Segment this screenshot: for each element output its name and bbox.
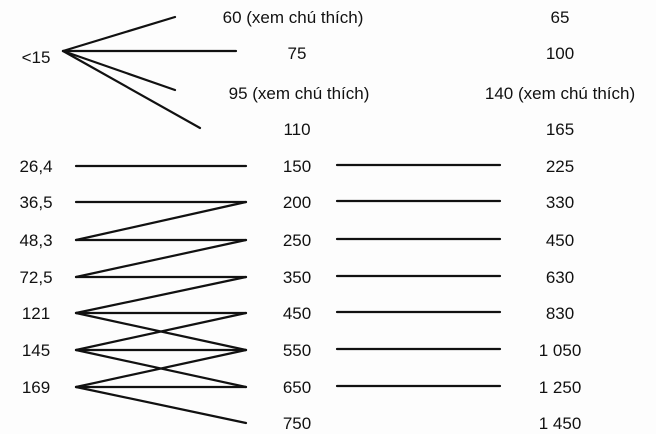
left-value-label: 169 bbox=[21, 378, 51, 397]
right-value-label: 1 450 bbox=[538, 414, 582, 433]
right-value-label: 1 050 bbox=[538, 341, 582, 360]
right-value-label: 630 bbox=[545, 268, 575, 287]
left-value-label: 121 bbox=[21, 304, 51, 323]
left-value-label: 26,4 bbox=[19, 157, 53, 176]
left-value-label: 36,5 bbox=[19, 193, 53, 212]
right-value-label: 330 bbox=[545, 193, 575, 212]
middle-value-label: 150 bbox=[282, 157, 312, 176]
middle-value-label: 750 bbox=[282, 414, 312, 433]
middle-value-label: 350 bbox=[282, 268, 312, 287]
left-middle-link-line bbox=[74, 348, 248, 389]
left-value-label: 48,3 bbox=[19, 231, 53, 250]
middle-value-label: 650 bbox=[282, 378, 312, 397]
middle-value-label: 75 bbox=[287, 44, 307, 63]
left-middle-link-line bbox=[74, 200, 248, 242]
left-middle-link-line bbox=[74, 311, 248, 352]
origin-label: <15 bbox=[21, 48, 51, 67]
right-value-label: 165 bbox=[545, 120, 575, 139]
right-value-label: 1 250 bbox=[538, 378, 582, 397]
left-value-label: 145 bbox=[21, 341, 51, 360]
middle-value-label: 95 (xem chú thích) bbox=[228, 84, 370, 103]
middle-value-label: 250 bbox=[282, 231, 312, 250]
middle-value-label: 450 bbox=[282, 304, 312, 323]
origin-link-line bbox=[61, 49, 202, 130]
left-value-label: 72,5 bbox=[19, 268, 53, 287]
right-value-label: 100 bbox=[545, 44, 575, 63]
middle-value-label: 110 bbox=[283, 120, 311, 139]
right-value-label: 450 bbox=[545, 231, 575, 250]
right-value-label: 140 (xem chú thích) bbox=[484, 84, 636, 103]
origin-link-line bbox=[61, 15, 177, 53]
left-middle-link-line bbox=[74, 275, 248, 315]
right-value-label: 225 bbox=[545, 157, 575, 176]
middle-value-label: 550 bbox=[282, 341, 312, 360]
middle-value-label: 200 bbox=[282, 193, 312, 212]
origin-link-line bbox=[61, 49, 177, 92]
left-middle-link-line bbox=[74, 385, 248, 425]
left-middle-link-line bbox=[74, 238, 248, 279]
middle-value-label: 60 (xem chú thích) bbox=[222, 8, 364, 27]
right-value-label: 830 bbox=[545, 304, 575, 323]
right-value-label: 65 bbox=[550, 8, 570, 27]
